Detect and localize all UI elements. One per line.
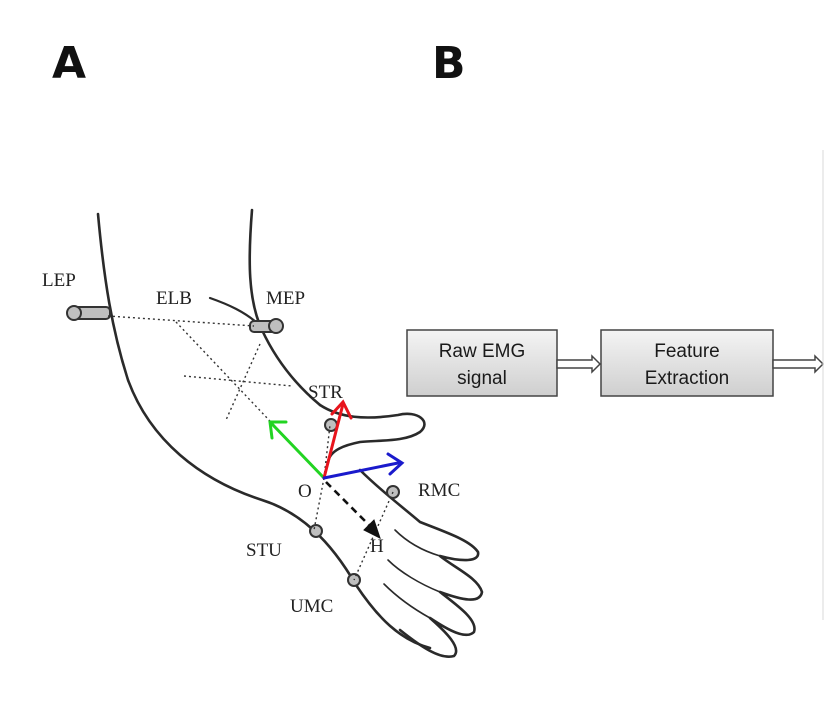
flow-arrow-1 (556, 354, 602, 374)
arm-illustration (96, 208, 484, 658)
finger-crease-3 (383, 583, 431, 619)
thumb-outline (318, 403, 426, 464)
heading-arrow (325, 481, 381, 539)
flow-box-raw-emg: Raw EMG signal (406, 329, 558, 397)
label-h: H (370, 536, 384, 557)
flow-arrow-2 (772, 354, 825, 374)
finger-crease-1 (394, 529, 441, 557)
finger-crease-2 (387, 559, 441, 593)
label-str: STR (308, 382, 343, 403)
panel-label-b: B (432, 38, 466, 89)
raw-emg-line1: Raw EMG (439, 341, 526, 362)
label-umc: UMC (290, 596, 333, 617)
axis-y-arrow (322, 452, 405, 480)
label-elb: ELB (156, 288, 192, 309)
feature-line2: Extraction (645, 368, 729, 389)
axis-z-arrow (268, 420, 326, 480)
flow-box-feature-extraction: Feature Extraction (600, 329, 774, 397)
label-o: O (298, 481, 312, 502)
construction-lines (107, 315, 394, 581)
axis-x-arrow (322, 399, 353, 480)
label-mep: MEP (266, 288, 305, 309)
lep-marker (66, 305, 82, 321)
label-lep: LEP (42, 270, 76, 291)
arm-outline-outer (96, 212, 432, 650)
label-stu: STU (246, 540, 282, 561)
panel-label-a: A (52, 38, 87, 89)
marker-rods (66, 305, 400, 587)
mep-marker (268, 318, 284, 334)
elbow-line (208, 296, 258, 324)
label-rmc: RMC (418, 480, 460, 501)
raw-emg-line2: signal (457, 368, 507, 389)
hand-outline (358, 468, 484, 658)
feature-line1: Feature (654, 341, 719, 362)
stu-marker (309, 524, 323, 538)
